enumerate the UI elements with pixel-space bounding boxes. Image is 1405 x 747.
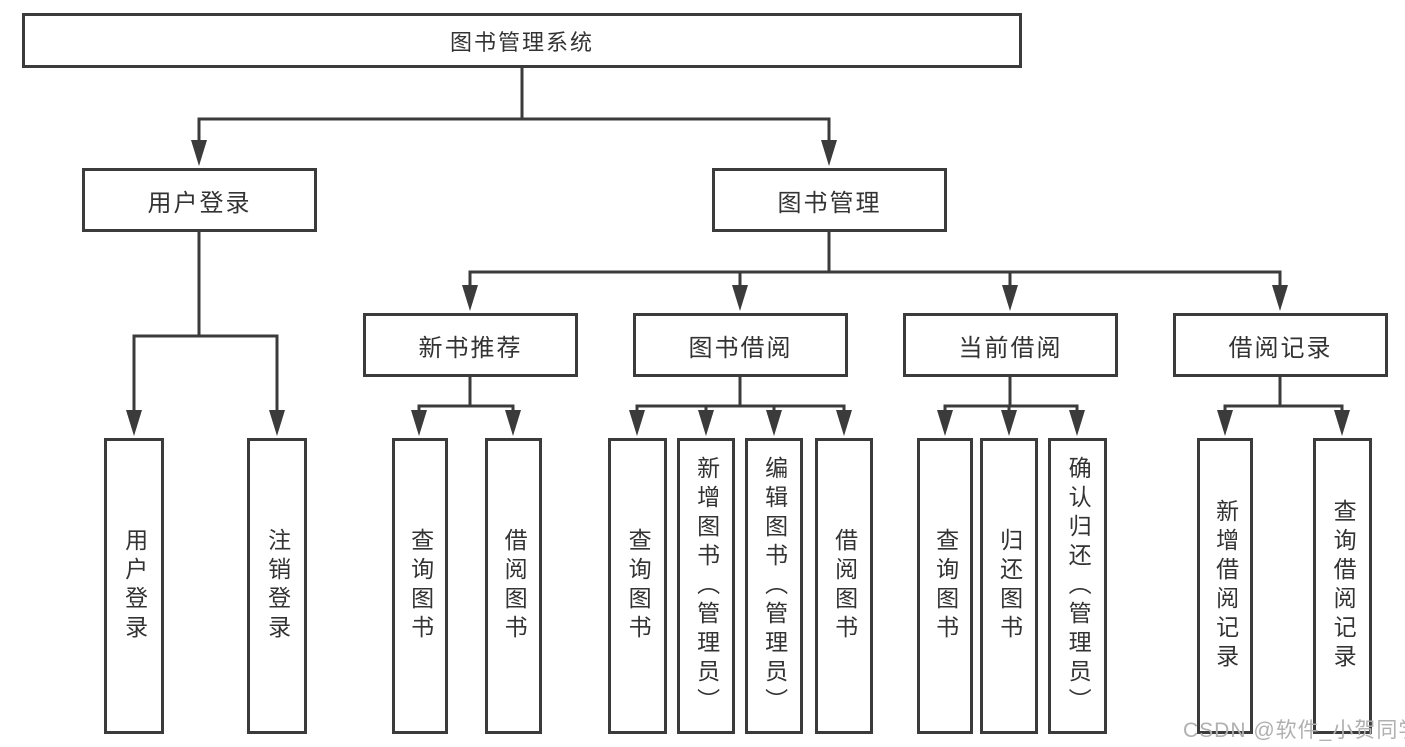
leaf-return-books: 归还图书: [980, 438, 1038, 734]
node-label: 注销登录: [264, 528, 291, 644]
node-label: 借阅图书: [831, 528, 858, 644]
node-label: 借阅记录: [1228, 334, 1333, 362]
node-label: 查询图书: [932, 528, 959, 644]
node-label: 用户登录: [147, 189, 252, 217]
leaf-confirm-return-admin: 确认归还（管理员）: [1048, 438, 1107, 734]
leaf-query-books-recommend: 查询图书: [392, 438, 448, 734]
node-label: 查询图书: [625, 528, 652, 644]
node-library-system: 图书管理系统: [22, 13, 1022, 68]
leaf-query-borrow-record: 查询借阅记录: [1313, 438, 1372, 734]
node-label: 新书推荐: [418, 334, 523, 362]
node-book-management: 图书管理: [712, 168, 947, 232]
node-user-login: 用户登录: [82, 168, 317, 232]
node-label: 当前借阅: [958, 334, 1063, 362]
node-label: 图书管理系统: [449, 29, 594, 55]
leaf-add-borrow-record: 新增借阅记录: [1197, 438, 1253, 734]
node-label: 用户登录: [121, 528, 148, 644]
leaf-add-books-admin: 新增图书（管理员）: [677, 438, 735, 734]
leaf-borrow-books: 借阅图书: [815, 438, 873, 734]
node-label: 图书借阅: [688, 334, 793, 362]
csdn-watermark: CSDN @软件_小贺同学: [1183, 719, 1405, 742]
leaf-borrow-books-recommend: 借阅图书: [485, 438, 542, 734]
node-label: 归还图书: [996, 528, 1023, 644]
connector-user-login: [126, 230, 285, 436]
node-label: 编辑图书（管理员）: [761, 455, 788, 717]
node-label: 新增图书（管理员）: [693, 455, 720, 717]
node-label: 查询借阅记录: [1330, 499, 1357, 673]
node-new-book-recommend: 新书推荐: [363, 313, 578, 377]
leaf-user-login: 用户登录: [104, 438, 164, 734]
leaf-query-books-current: 查询图书: [917, 438, 973, 734]
leaf-query-books-borrow: 查询图书: [608, 438, 667, 734]
connector-book-borrow: [629, 375, 852, 436]
connector-book-management: [462, 230, 1288, 311]
node-current-borrow: 当前借阅: [903, 313, 1118, 377]
node-borrow-records: 借阅记录: [1173, 313, 1388, 377]
connector-root: [191, 66, 837, 166]
leaf-logout: 注销登录: [247, 438, 307, 734]
node-label: 确认归还（管理员）: [1065, 455, 1092, 717]
node-label: 新增借阅记录: [1212, 499, 1239, 673]
node-label: 借阅图书: [501, 528, 528, 644]
node-label: 查询图书: [407, 528, 434, 644]
node-label: 图书管理: [777, 189, 882, 217]
node-book-borrow: 图书借阅: [633, 313, 848, 377]
leaf-edit-books-admin: 编辑图书（管理员）: [745, 438, 803, 734]
connector-new-book-recommend: [411, 375, 521, 436]
connector-current-borrow: [937, 375, 1085, 436]
connector-borrow-records: [1217, 375, 1350, 436]
